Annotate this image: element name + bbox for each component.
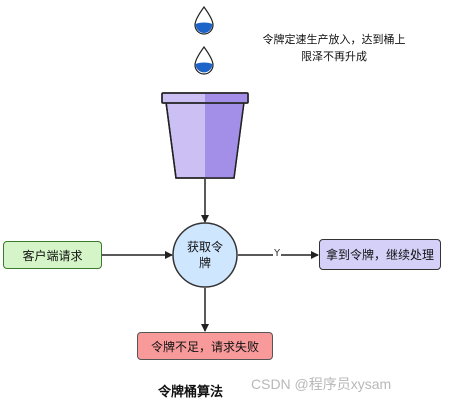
get-token-line-1: 获取令 <box>186 240 223 254</box>
get-token-node: 获取令 牌 <box>173 239 237 271</box>
watermark: CSDN @程序员xysam <box>251 376 392 392</box>
yes-edge-label: Y <box>273 248 282 259</box>
get-token-line-2: 牌 <box>198 256 211 270</box>
note-line-2: 限泽不再升成 <box>301 50 367 63</box>
diagram-title: 令牌桶算法 <box>158 385 224 400</box>
fail-node: 令牌不足，请求失败 <box>137 332 273 360</box>
client-request-node: 客户端请求 <box>3 241 102 269</box>
get-token-node-shape <box>172 222 238 288</box>
note-line-1: 令牌定速生产放入，达到桶上 <box>262 33 406 46</box>
token-production-note: 令牌定速生产放入，达到桶上 限泽不再升成 <box>236 31 432 65</box>
success-node: 拿到令牌，继续处理 <box>319 239 441 270</box>
water-drop-icon <box>194 5 214 35</box>
water-drop-icon <box>194 45 214 75</box>
bucket-icon <box>161 92 249 179</box>
